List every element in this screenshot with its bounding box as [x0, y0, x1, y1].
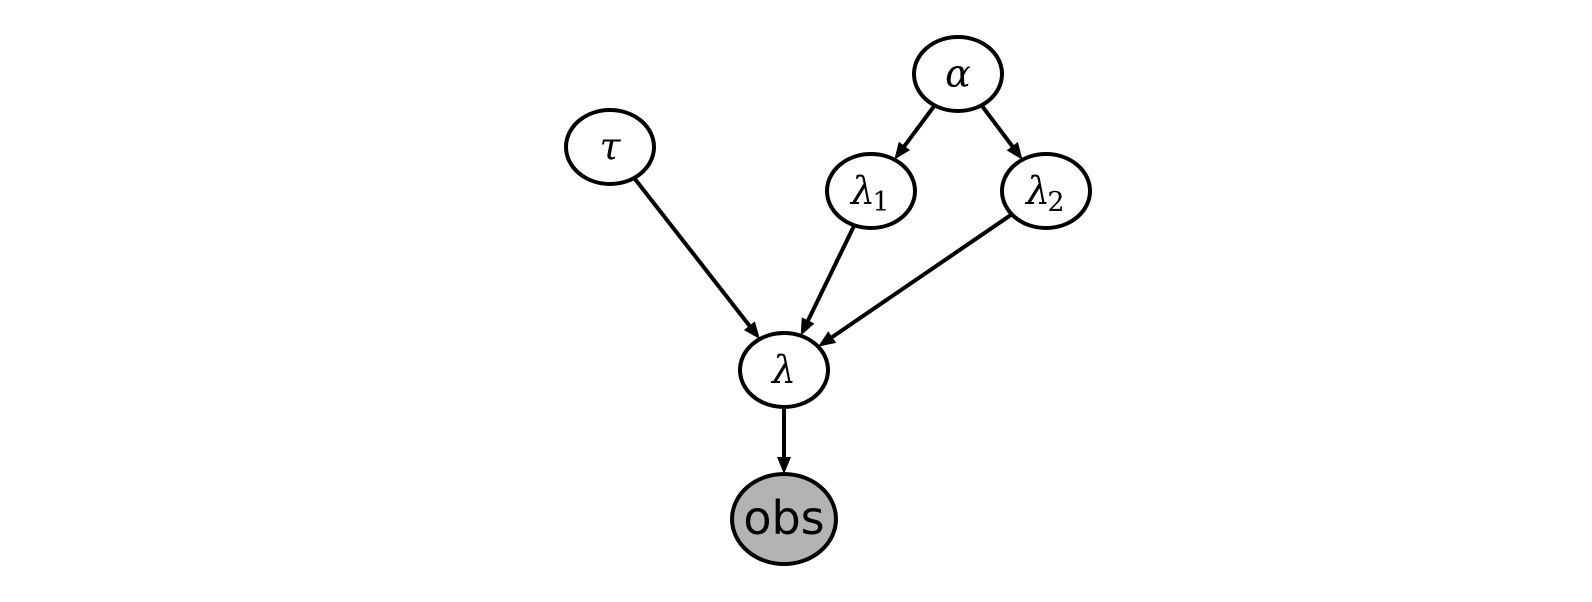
arrowhead [818, 331, 837, 347]
edge-line [804, 224, 857, 325]
node-label: α [945, 52, 971, 96]
arrowhead [1006, 141, 1023, 160]
node-lambda: λ [738, 331, 830, 409]
edge-alpha-to-lambda1 [894, 104, 937, 160]
node-tau: τ [564, 108, 656, 186]
edge-lambda1-to-lambda [800, 224, 857, 336]
edge-line [632, 176, 753, 330]
node-label: λ [849, 169, 875, 213]
node-label: τ [599, 125, 621, 169]
node-lambda1: λ1 [825, 152, 917, 230]
arrowhead [800, 317, 815, 336]
latent-node-shape [825, 152, 917, 230]
node-obs: obs [730, 472, 838, 566]
node-subscript: 1 [872, 187, 889, 218]
node-subscript: 2 [1047, 187, 1064, 218]
arrowhead [743, 321, 760, 340]
edge-lambda-to-obs [777, 407, 791, 474]
latent-node-shape [912, 35, 1004, 113]
node-label: obs [743, 491, 824, 545]
edge-tau-to-lambda [632, 176, 760, 340]
latent-node-shape [738, 331, 830, 409]
latent-node-shape [1000, 152, 1092, 230]
arrowhead [777, 457, 791, 474]
observed-node-shape [730, 472, 838, 566]
node-alpha: α [912, 35, 1004, 113]
edge-alpha-to-lambda2 [979, 104, 1023, 160]
edge-line [901, 104, 937, 150]
edge-lambda2-to-lambda [818, 212, 1013, 347]
edge-line [828, 212, 1013, 341]
edge-line [979, 104, 1016, 150]
node-lambda2: λ2 [1000, 152, 1092, 230]
edges-layer [632, 104, 1023, 474]
node-label: λ [1024, 169, 1050, 213]
arrowhead [894, 141, 911, 160]
latent-node-shape [564, 108, 656, 186]
node-label: λ [770, 348, 796, 392]
